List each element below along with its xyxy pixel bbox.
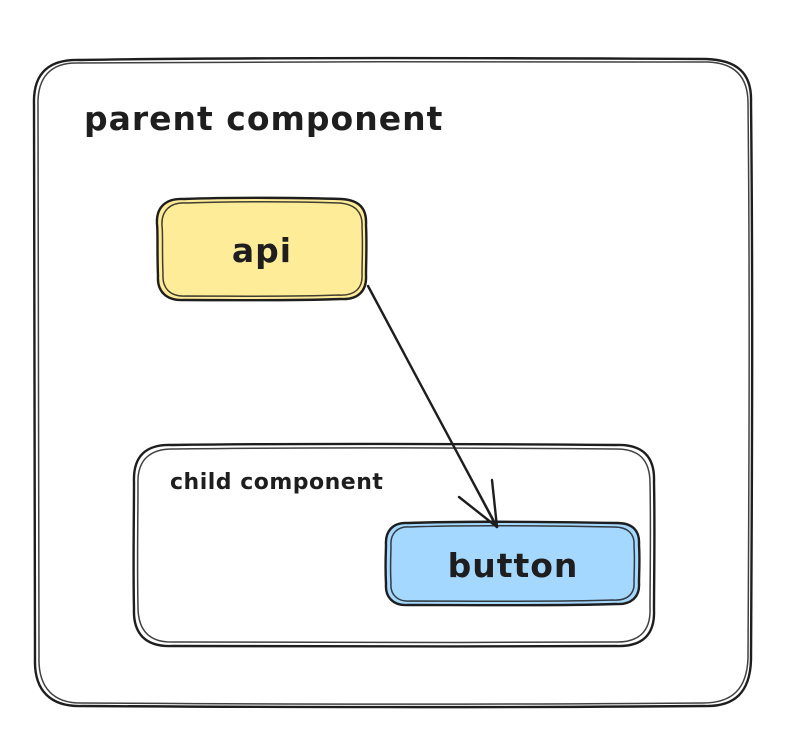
api-node-shape-sketch bbox=[161, 201, 364, 297]
child-component-outline-sketch bbox=[136, 447, 652, 644]
arrow-api-to-button bbox=[366, 284, 499, 529]
parent-component-outline bbox=[32, 56, 754, 709]
api-node-label: api bbox=[232, 231, 292, 270]
parent-component-box: parent component bbox=[32, 56, 754, 709]
api-node: api bbox=[155, 196, 368, 302]
button-node-shape bbox=[384, 520, 641, 607]
arrow-head bbox=[457, 478, 499, 529]
child-component-outline bbox=[132, 442, 656, 648]
api-node-shape bbox=[155, 196, 368, 302]
child-component-box: child component bbox=[132, 442, 656, 648]
parent-component-label: parent component bbox=[84, 99, 443, 138]
button-node: button bbox=[384, 520, 641, 607]
child-component-label: child component bbox=[170, 470, 383, 495]
button-node-label: button bbox=[448, 546, 579, 585]
parent-component-outline-sketch bbox=[37, 61, 750, 705]
arrow-shaft-sketch bbox=[369, 288, 495, 524]
button-node-shape-sketch bbox=[389, 525, 636, 602]
